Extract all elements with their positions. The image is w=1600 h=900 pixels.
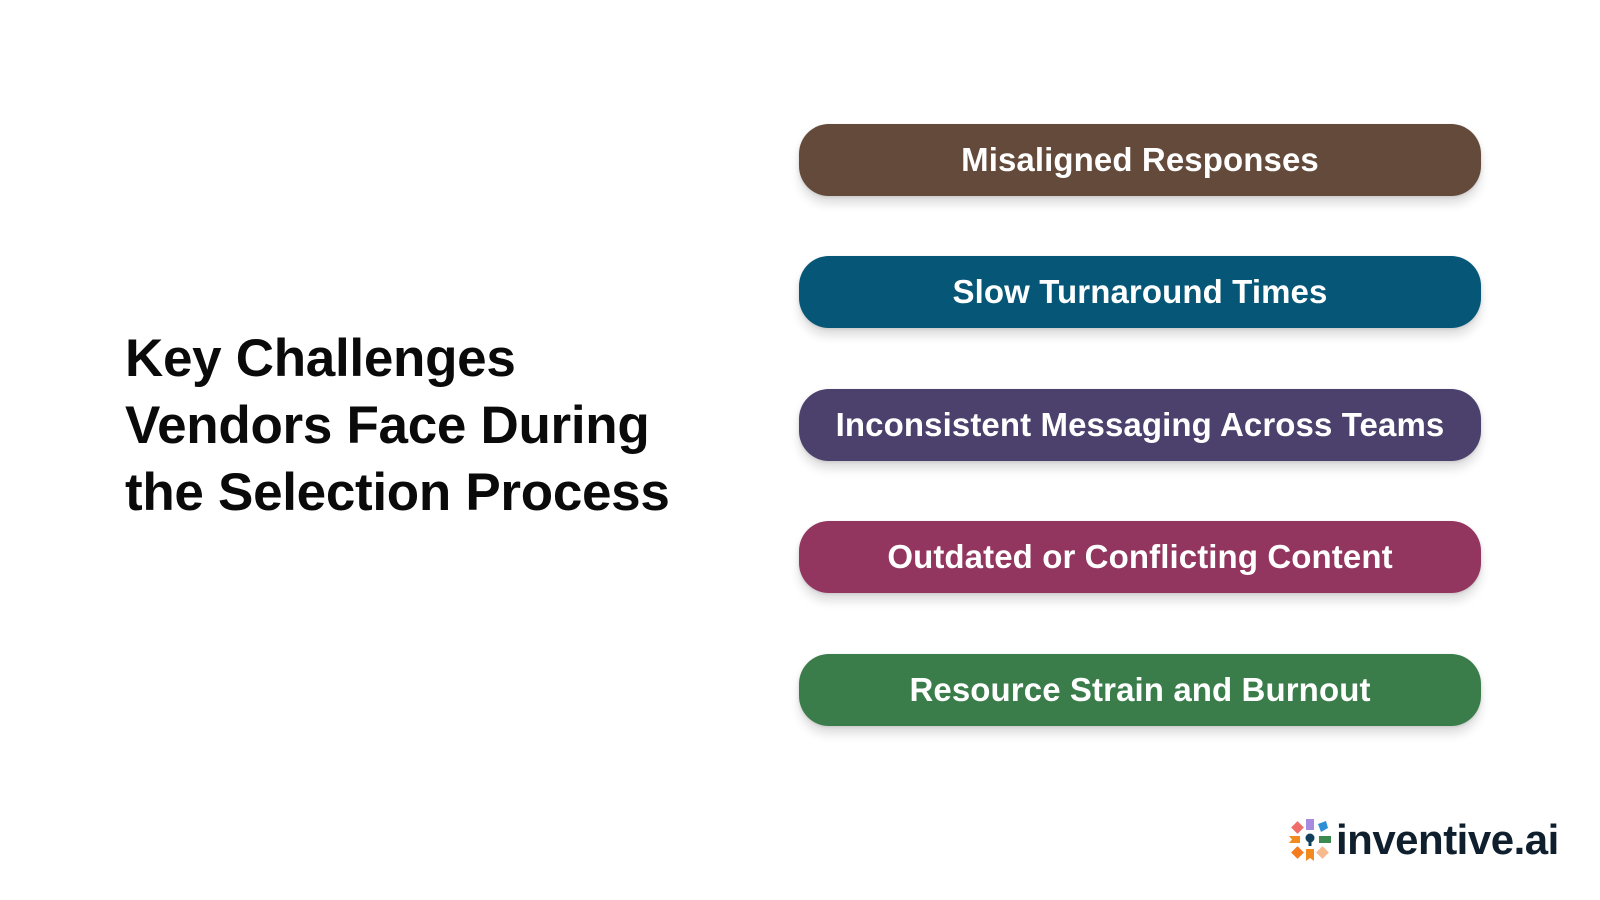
title-line-1: Key Challenges: [125, 329, 516, 388]
challenge-pill-misaligned-responses: Misaligned Responses: [799, 124, 1481, 196]
challenge-label: Misaligned Responses: [961, 141, 1319, 178]
challenge-pill-slow-turnaround: Slow Turnaround Times: [799, 256, 1481, 328]
brand-logo: inventive.ai: [1288, 815, 1559, 865]
title-line-2: Vendors Face During: [125, 396, 650, 455]
challenge-label: Outdated or Conflicting Content: [887, 538, 1393, 575]
title-line-3: the Selection Process: [125, 463, 670, 522]
challenge-label: Slow Turnaround Times: [952, 273, 1328, 310]
challenge-pill-resource-strain: Resource Strain and Burnout: [799, 654, 1481, 726]
challenge-pill-inconsistent-messaging: Inconsistent Messaging Across Teams: [799, 389, 1481, 461]
slide-title: Key Challenges Vendors Face During the S…: [125, 325, 725, 526]
challenge-label: Inconsistent Messaging Across Teams: [835, 406, 1445, 443]
brand-name: inventive.ai: [1336, 816, 1559, 863]
challenge-pill-outdated-content: Outdated or Conflicting Content: [799, 521, 1481, 593]
challenge-label: Resource Strain and Burnout: [909, 671, 1371, 708]
inventive-starburst-logo-icon: [1289, 819, 1331, 861]
